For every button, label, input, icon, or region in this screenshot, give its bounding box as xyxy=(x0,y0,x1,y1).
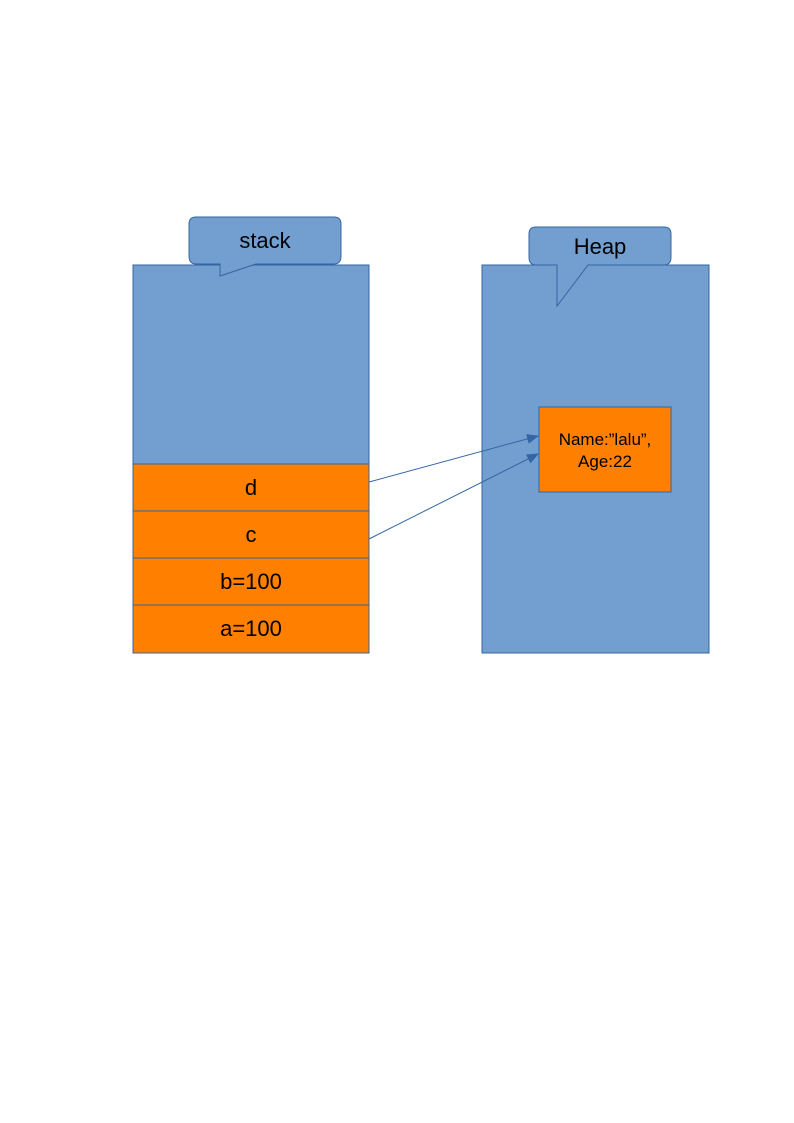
stack-cell-a xyxy=(132,604,370,654)
stack-cell-c-label: c xyxy=(246,522,257,547)
heap-object-line2: Age:22 xyxy=(578,452,632,471)
reference-arrow-d xyxy=(368,434,539,483)
stack-callout xyxy=(188,216,342,277)
heap-callout xyxy=(528,226,672,308)
stack-cell-d-label: d xyxy=(245,475,257,500)
stack-cell-a-label: a=100 xyxy=(220,616,282,641)
stack-cell-b-label: b=100 xyxy=(220,569,282,594)
heap-title: Heap xyxy=(574,234,627,259)
stack-title: stack xyxy=(239,228,291,253)
heap-object-line1: Name:”lalu”, xyxy=(559,430,652,449)
heap-object xyxy=(538,406,672,493)
reference-arrow-c xyxy=(368,453,539,540)
stack-cell-b xyxy=(132,557,370,606)
stack-cell-c xyxy=(132,510,370,559)
